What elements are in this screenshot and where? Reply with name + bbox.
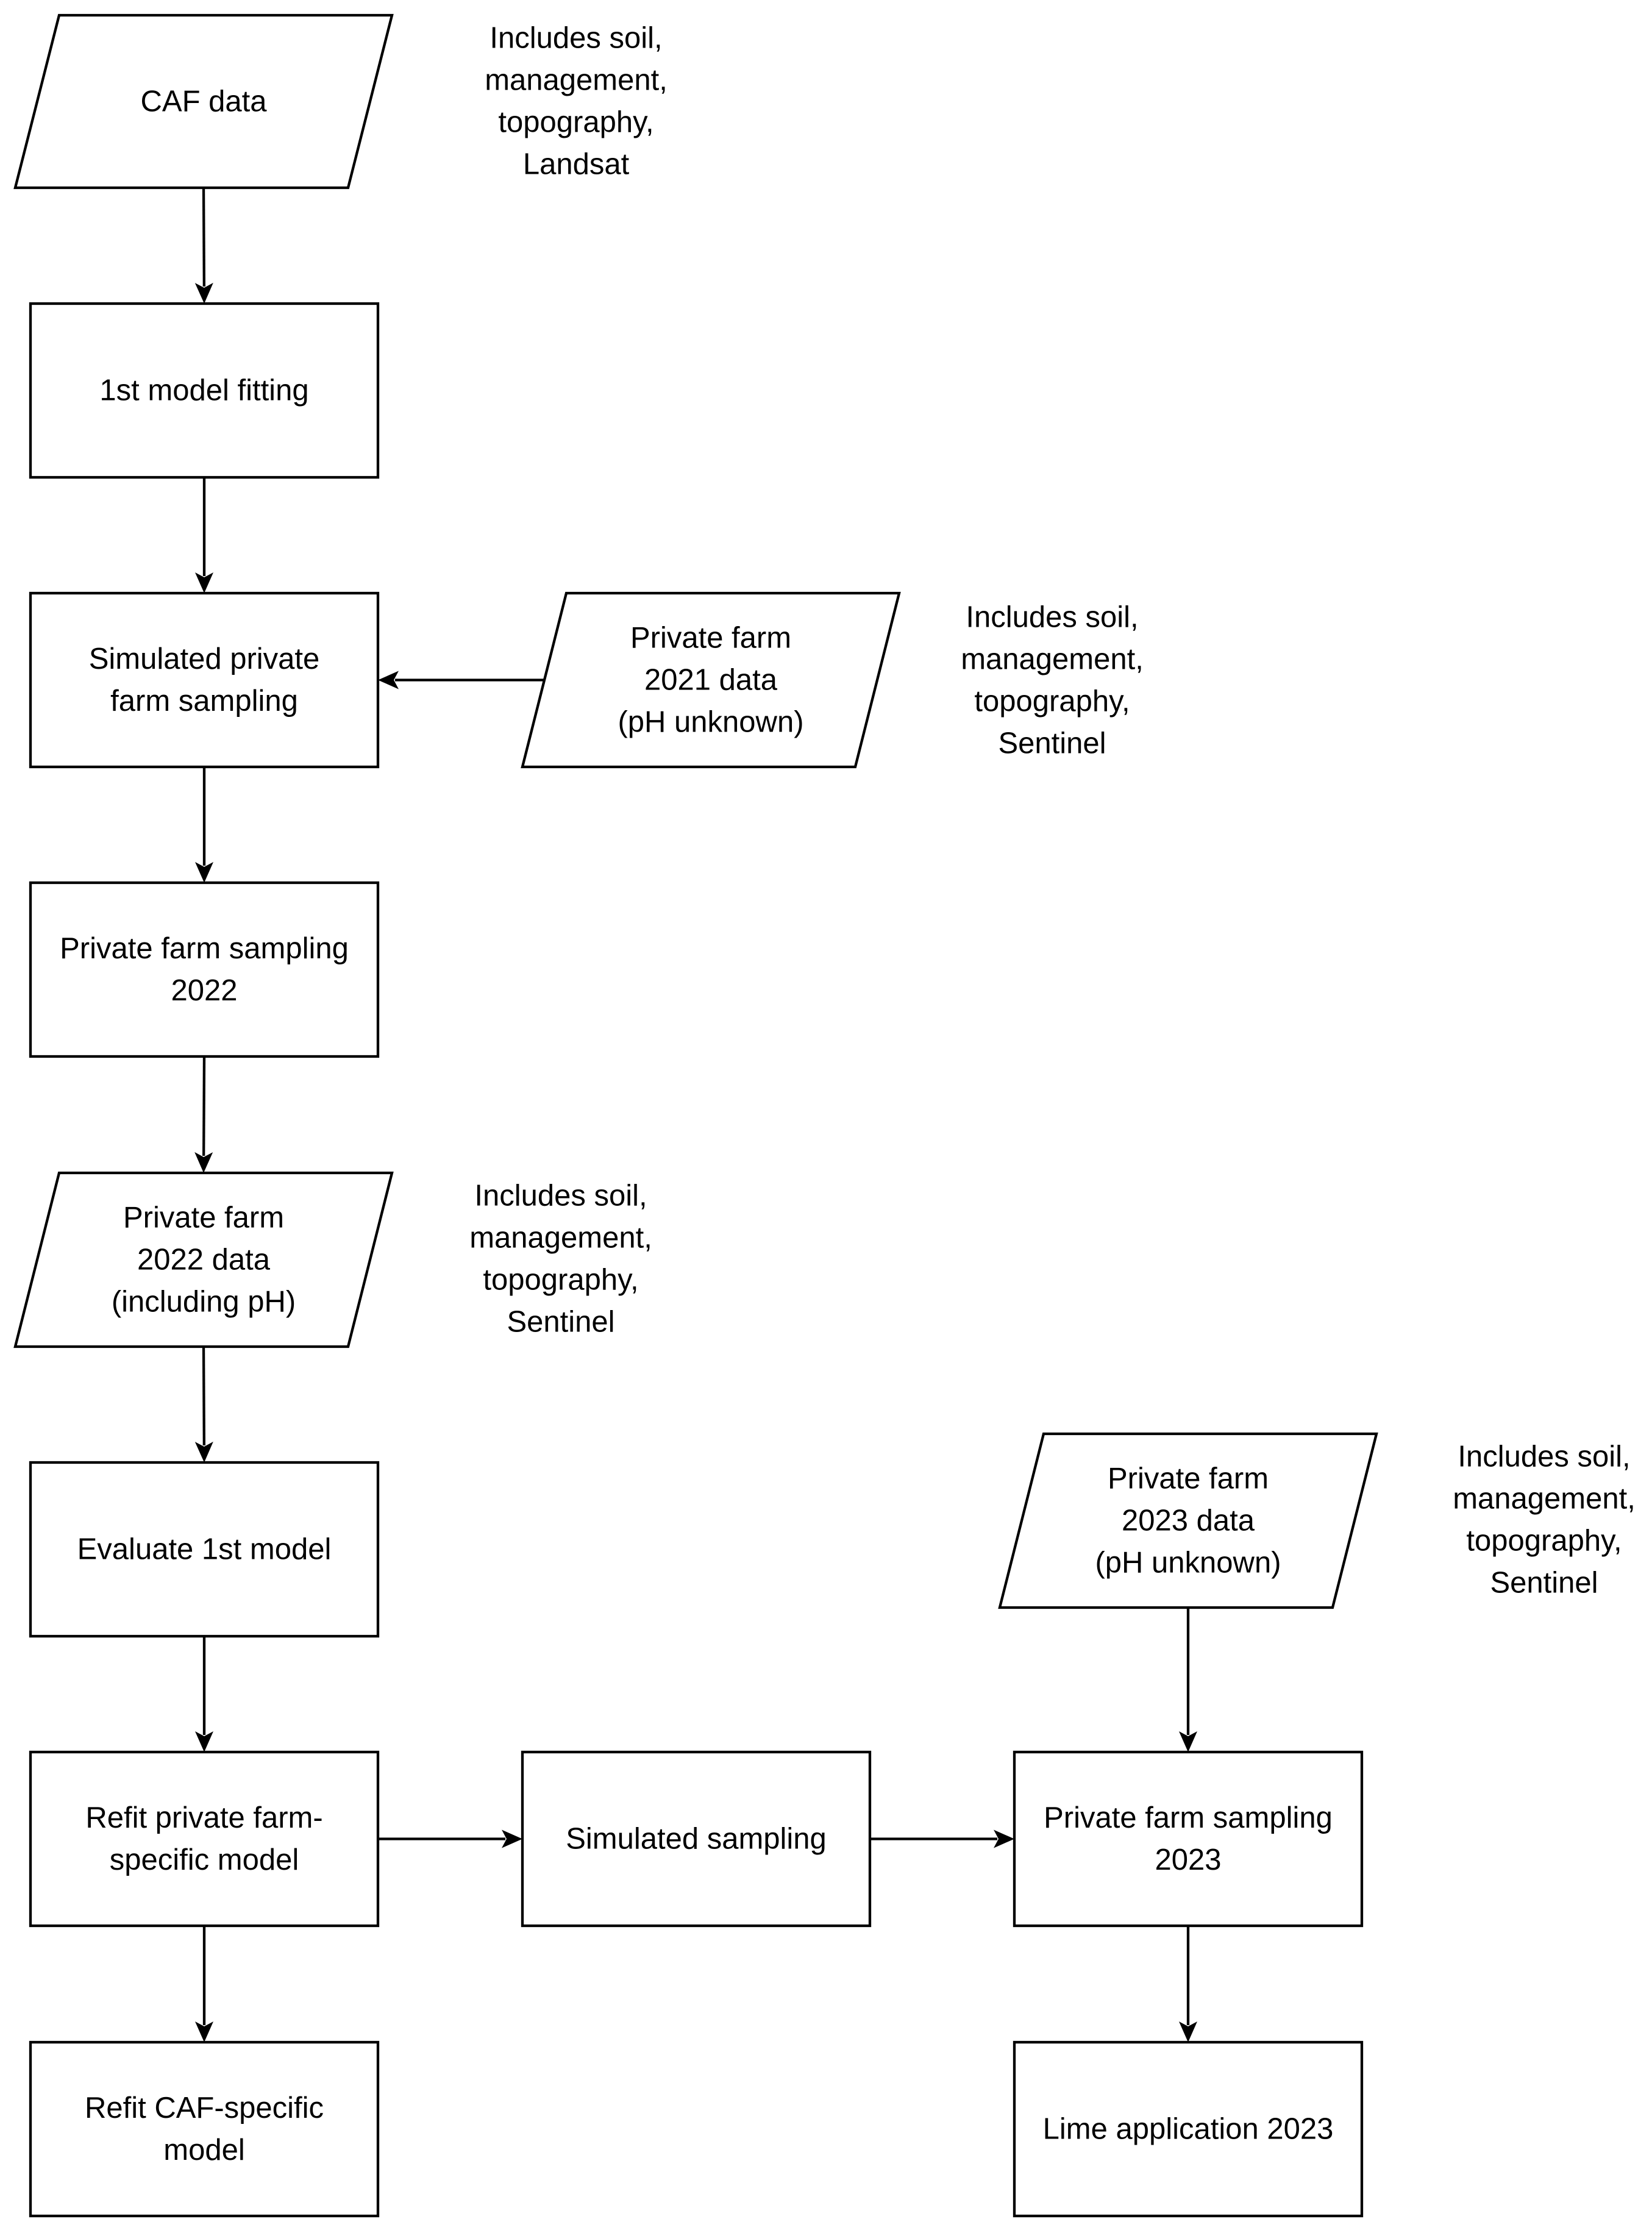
caf-data-line-1: CAF data [141, 85, 268, 118]
edge-refit-private-farm-model-to-simulated-sampling [378, 1829, 522, 1848]
private-2023-note-line-1: Includes soil, [1458, 1441, 1630, 1473]
simulated-sampling-node: Simulated sampling [521, 1750, 872, 1928]
refit-caf-model-node: Refit CAF-specific model [29, 2040, 380, 2218]
notes-layer: Includes soil, management, topography, Land… [469, 22, 1636, 1600]
private-2022-note-line-4: Sentinel [507, 1306, 614, 1339]
edge-private-farm-2023-data-to-private-farm-sampling-2023 [1179, 1608, 1197, 1752]
private-farm-2023-data-line-2: 2023 data [1122, 1505, 1255, 1537]
private-2021-note: Includes soil, management, topography, Sent… [961, 601, 1144, 760]
edge-refit-private-farm-model-to-refit-caf-model [195, 1926, 213, 2042]
private-2023-note-line-4: Sentinel [1490, 1567, 1598, 1600]
caf-data-shape [13, 13, 394, 190]
caf-data-note: Includes soil, management, topography, Land… [485, 22, 668, 181]
refit-caf-model-line-2: model [163, 2134, 244, 2167]
private-farm-2023-data-shape [998, 1432, 1378, 1609]
private-farm-sampling-2022-line-1: Private farm sampling [60, 932, 349, 965]
edges-layer [194, 187, 1197, 2042]
edge-private-farm-sampling-2022-to-private-farm-2022-data [194, 1056, 213, 1173]
private-2021-note-line-3: topography, [974, 685, 1130, 718]
private-farm-sampling-2023-line-1: Private farm sampling [1044, 1801, 1333, 1834]
arrowhead [1179, 1731, 1197, 1752]
refit-private-farm-model-line-2: specific model [110, 1843, 299, 1876]
private-farm-sampling-2023-shape [1013, 1750, 1364, 1928]
arrowhead [195, 1731, 213, 1752]
caf-data-node: CAF data [13, 13, 394, 190]
arrowhead [195, 2021, 213, 2042]
arrowhead [502, 1829, 522, 1848]
private-farm-2023-data-line-1: Private farm [1108, 1462, 1269, 1495]
edge-simulated-sampling-to-private-farm-sampling-2023 [870, 1829, 1014, 1848]
simulated-sampling-line-1: Simulated sampling [566, 1823, 827, 1856]
simulated-private-farm-sampling-line-1: Simulated private [89, 643, 320, 675]
arrowhead [195, 862, 213, 883]
private-farm-2021-data-line-2: 2021 data [644, 664, 778, 697]
private-2023-note: Includes soil, management, topography, Sent… [1453, 1441, 1636, 1600]
private-farm-2022-data-node: Private farm 2022 data (including pH) [13, 1171, 394, 1348]
refit-private-farm-model-node: Refit private farm-specific model [29, 1750, 380, 1928]
arrowhead [994, 1829, 1014, 1848]
private-farm-sampling-2022-node: Private farm sampling 2022 [29, 881, 380, 1058]
edge-simulated-private-farm-sampling-to-private-farm-sampling-2022 [195, 767, 213, 883]
private-farm-sampling-2022-line-2: 2022 [171, 974, 237, 1007]
private-farm-2021-data-shape [521, 591, 901, 769]
private-2023-note-line-2: management, [1453, 1483, 1636, 1516]
private-2022-note: Includes soil, management, topography, Sent… [469, 1180, 652, 1339]
private-2021-note-line-4: Sentinel [998, 727, 1106, 760]
private-2022-note-line-2: management, [469, 1222, 652, 1255]
evaluate-first-model-node: Evaluate 1st model [29, 1461, 380, 1638]
evaluate-first-model-shape [29, 1461, 380, 1638]
edge-caf-data-to-first-model-fitting [194, 187, 213, 304]
first-model-fitting-line-1: 1st model fitting [99, 374, 308, 407]
simulated-sampling-shape [521, 1750, 872, 1928]
private-farm-2022-data-shape [13, 1171, 394, 1348]
private-farm-2022-data-line-1: Private farm [123, 1202, 284, 1234]
private-farm-2023-data-node: Private farm 2023 data (pH unknown) [998, 1432, 1378, 1609]
edge-private-farm-2022-data-to-evaluate-first-model [194, 1346, 213, 1462]
caf-data-note-line-1: Includes soil, [490, 22, 662, 55]
arrowhead [195, 572, 213, 593]
private-farm-2022-data-line-2: 2022 data [137, 1244, 271, 1277]
refit-private-farm-model-line-1: Refit private farm- [85, 1801, 322, 1834]
private-2022-note-line-1: Includes soil, [474, 1180, 647, 1213]
edge-private-farm-2021-data-to-simulated-private-farm-sampling [378, 671, 544, 689]
private-farm-2021-data-node: Private farm 2021 data (pH unknown) [521, 591, 901, 769]
private-farm-2021-data-line-1: Private farm [630, 622, 791, 655]
private-farm-sampling-2023-line-2: 2023 [1155, 1843, 1221, 1876]
arrowhead [1179, 2021, 1197, 2042]
caf-data-note-line-2: management, [485, 64, 668, 97]
edge-private-farm-sampling-2023-to-lime-application-2023 [1179, 1926, 1197, 2042]
private-farm-2021-data-line-3: (pH unknown) [618, 706, 803, 739]
private-farm-2023-data-line-3: (pH unknown) [1095, 1547, 1281, 1580]
lime-application-2023-shape [1013, 2040, 1364, 2218]
arrowhead [194, 282, 213, 304]
refit-private-farm-model-shape [29, 1750, 380, 1928]
refit-caf-model-shape [29, 2040, 380, 2218]
arrowhead [378, 671, 399, 689]
private-farm-2022-data-line-3: (including pH) [112, 1286, 296, 1319]
refit-caf-model-line-1: Refit CAF-specific [85, 2092, 324, 2125]
first-model-fitting-node: 1st model fitting [29, 302, 380, 479]
simulated-private-farm-sampling-node: Simulated private farm sampling [29, 591, 380, 769]
private-2022-note-line-3: topography, [483, 1264, 638, 1297]
caf-data-note-line-4: Landsat [523, 148, 630, 181]
arrowhead [194, 1152, 213, 1173]
edge-evaluate-first-model-to-refit-private-farm-model [195, 1636, 213, 1752]
edge-first-model-fitting-to-simulated-private-farm-sampling [195, 477, 213, 593]
private-2021-note-line-1: Includes soil, [966, 601, 1138, 634]
private-farm-sampling-2022-shape [29, 881, 380, 1058]
lime-application-2023-node: Lime application 2023 [1013, 2040, 1364, 2218]
first-model-fitting-shape [29, 302, 380, 479]
private-2023-note-line-3: topography, [1466, 1525, 1622, 1558]
private-2021-note-line-2: management, [961, 643, 1144, 676]
caf-data-note-line-3: topography, [498, 106, 653, 139]
lime-application-2023-line-1: Lime application 2023 [1043, 2113, 1334, 2146]
simulated-private-farm-sampling-shape [29, 591, 380, 769]
evaluate-first-model-line-1: Evaluate 1st model [77, 1533, 332, 1566]
private-farm-sampling-2023-node: Private farm sampling 2023 [1013, 1750, 1364, 1928]
arrowhead [194, 1441, 213, 1462]
simulated-private-farm-sampling-line-2: farm sampling [110, 685, 298, 718]
